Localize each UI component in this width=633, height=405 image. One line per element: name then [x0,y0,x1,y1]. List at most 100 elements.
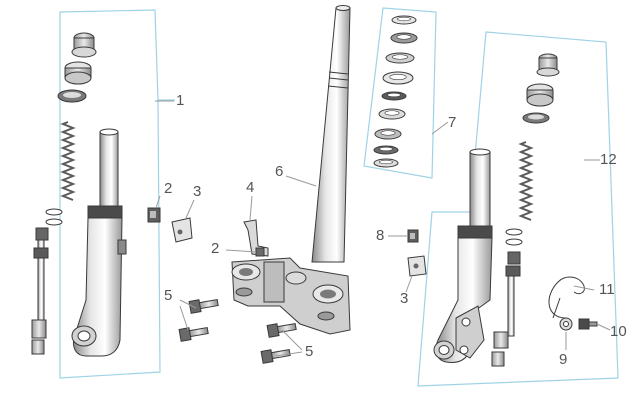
right-clip-hole [413,263,419,269]
right-inner-tube-seal [457,225,493,239]
bolt-lower-right [260,348,291,364]
callout-10: 10 [610,323,627,340]
right-damper-collar [505,265,521,277]
circlip-tail [552,297,561,319]
bearing-ring-hole [389,74,407,81]
callout-4: 4 [246,179,255,196]
clamp-right-bore-inner [320,289,336,299]
right-damper-rod [507,275,515,337]
left-clip-hole [177,229,183,235]
steering-stem-tube [311,7,351,263]
screw-shank [588,321,598,327]
leader-lines [155,100,611,357]
left-seal-ring-hole [63,92,81,98]
callout-12: 12 [600,151,617,168]
clamp-rear-pad [263,261,285,303]
bolt-group-right [260,322,297,364]
steering-stem-assembly [231,5,351,335]
stem-thread-1 [328,71,349,75]
clamp-left-bore-inner [239,268,253,276]
right-small-nut-face [410,233,415,239]
stem-thread-3 [327,85,349,89]
bolt-group-left [178,298,219,342]
callout-6: 6 [275,163,284,180]
left-damper-end [31,319,47,339]
left-damper-collar [33,247,49,259]
bracket-plate [243,219,269,257]
left-lower-leg [73,217,123,357]
left-spring [60,121,76,201]
right-small-ring-a [505,228,523,236]
clamp-left-slot [235,287,253,297]
callout-2-center: 2 [211,240,220,257]
bearing-set-frame-outline [363,7,437,179]
callout-11: 11 [599,281,615,298]
bolt-lower [178,326,209,342]
left-small-ring-b [45,218,63,226]
left-damper-piston [35,227,49,241]
bearing-ring-hole [397,16,411,22]
right-inner-tube [469,151,491,235]
left-damper-bolt [31,339,45,355]
spring-coil [518,141,534,221]
bracket-bolt [255,247,265,257]
washer-hole [563,321,569,327]
bracket-assembly [243,219,269,257]
bolt-upper-right [266,322,297,338]
right-top-cap-base [536,67,560,77]
left-clip-set [147,207,193,243]
bearing-stack [373,15,418,168]
callout-1: 1 [176,92,185,109]
right-damper-bolt [491,351,505,367]
bearing-ring-hole [384,110,400,116]
spring-coil [60,121,76,201]
bearing-ring-hole [379,146,393,152]
callout-8: 8 [376,227,385,244]
stem-thread-2 [328,77,349,81]
right-damper-end [493,331,509,349]
right-small-ring-b [505,238,523,246]
right-damper-piston [507,251,521,265]
left-top-cap-base [71,46,97,58]
callout-2-left: 2 [164,180,173,197]
left-small-nut-face [150,211,156,218]
bearing-ring-hole [396,34,412,40]
callout-7: 7 [448,114,457,131]
right-mount-hole-a [461,317,471,327]
bearing-set-frame [363,7,437,179]
left-fork-frame-outline [59,9,175,379]
left-inner-tube-top [99,128,119,136]
right-seal-ring-hole [528,114,544,120]
left-small-ring-a [45,208,63,216]
left-fork-leg [31,32,127,357]
clamp-right-slot [317,311,335,321]
bearing-ring-hole [387,92,401,98]
callout-5-right: 5 [305,343,314,360]
left-axle-hole [77,330,91,342]
callout-3-right: 3 [400,290,409,307]
left-fork-frame [59,9,175,379]
screw-head [578,318,590,330]
right-mount-hole-b [459,345,469,355]
bearing-ring-hole [380,130,396,136]
right-inner-tube-top [469,148,491,156]
right-axle-hole [438,345,450,355]
clamp-center-bore [285,271,307,285]
right-spring [518,141,534,221]
callout-3-left: 3 [193,183,202,200]
circlip-set [548,276,598,331]
left-lower-leg-lug [117,239,127,255]
left-inner-tube-seal [87,205,123,219]
left-clip [171,217,193,243]
circlip [548,276,585,319]
right-clip-set [407,229,427,277]
left-nut-base [64,71,92,85]
callout-9: 9 [559,351,568,368]
callout-5-left: 5 [164,287,173,304]
bolt-upper [188,298,219,314]
bearing-ring-hole [391,54,408,60]
bearing-ring-hole [379,159,393,165]
right-fork-leg [433,53,560,367]
